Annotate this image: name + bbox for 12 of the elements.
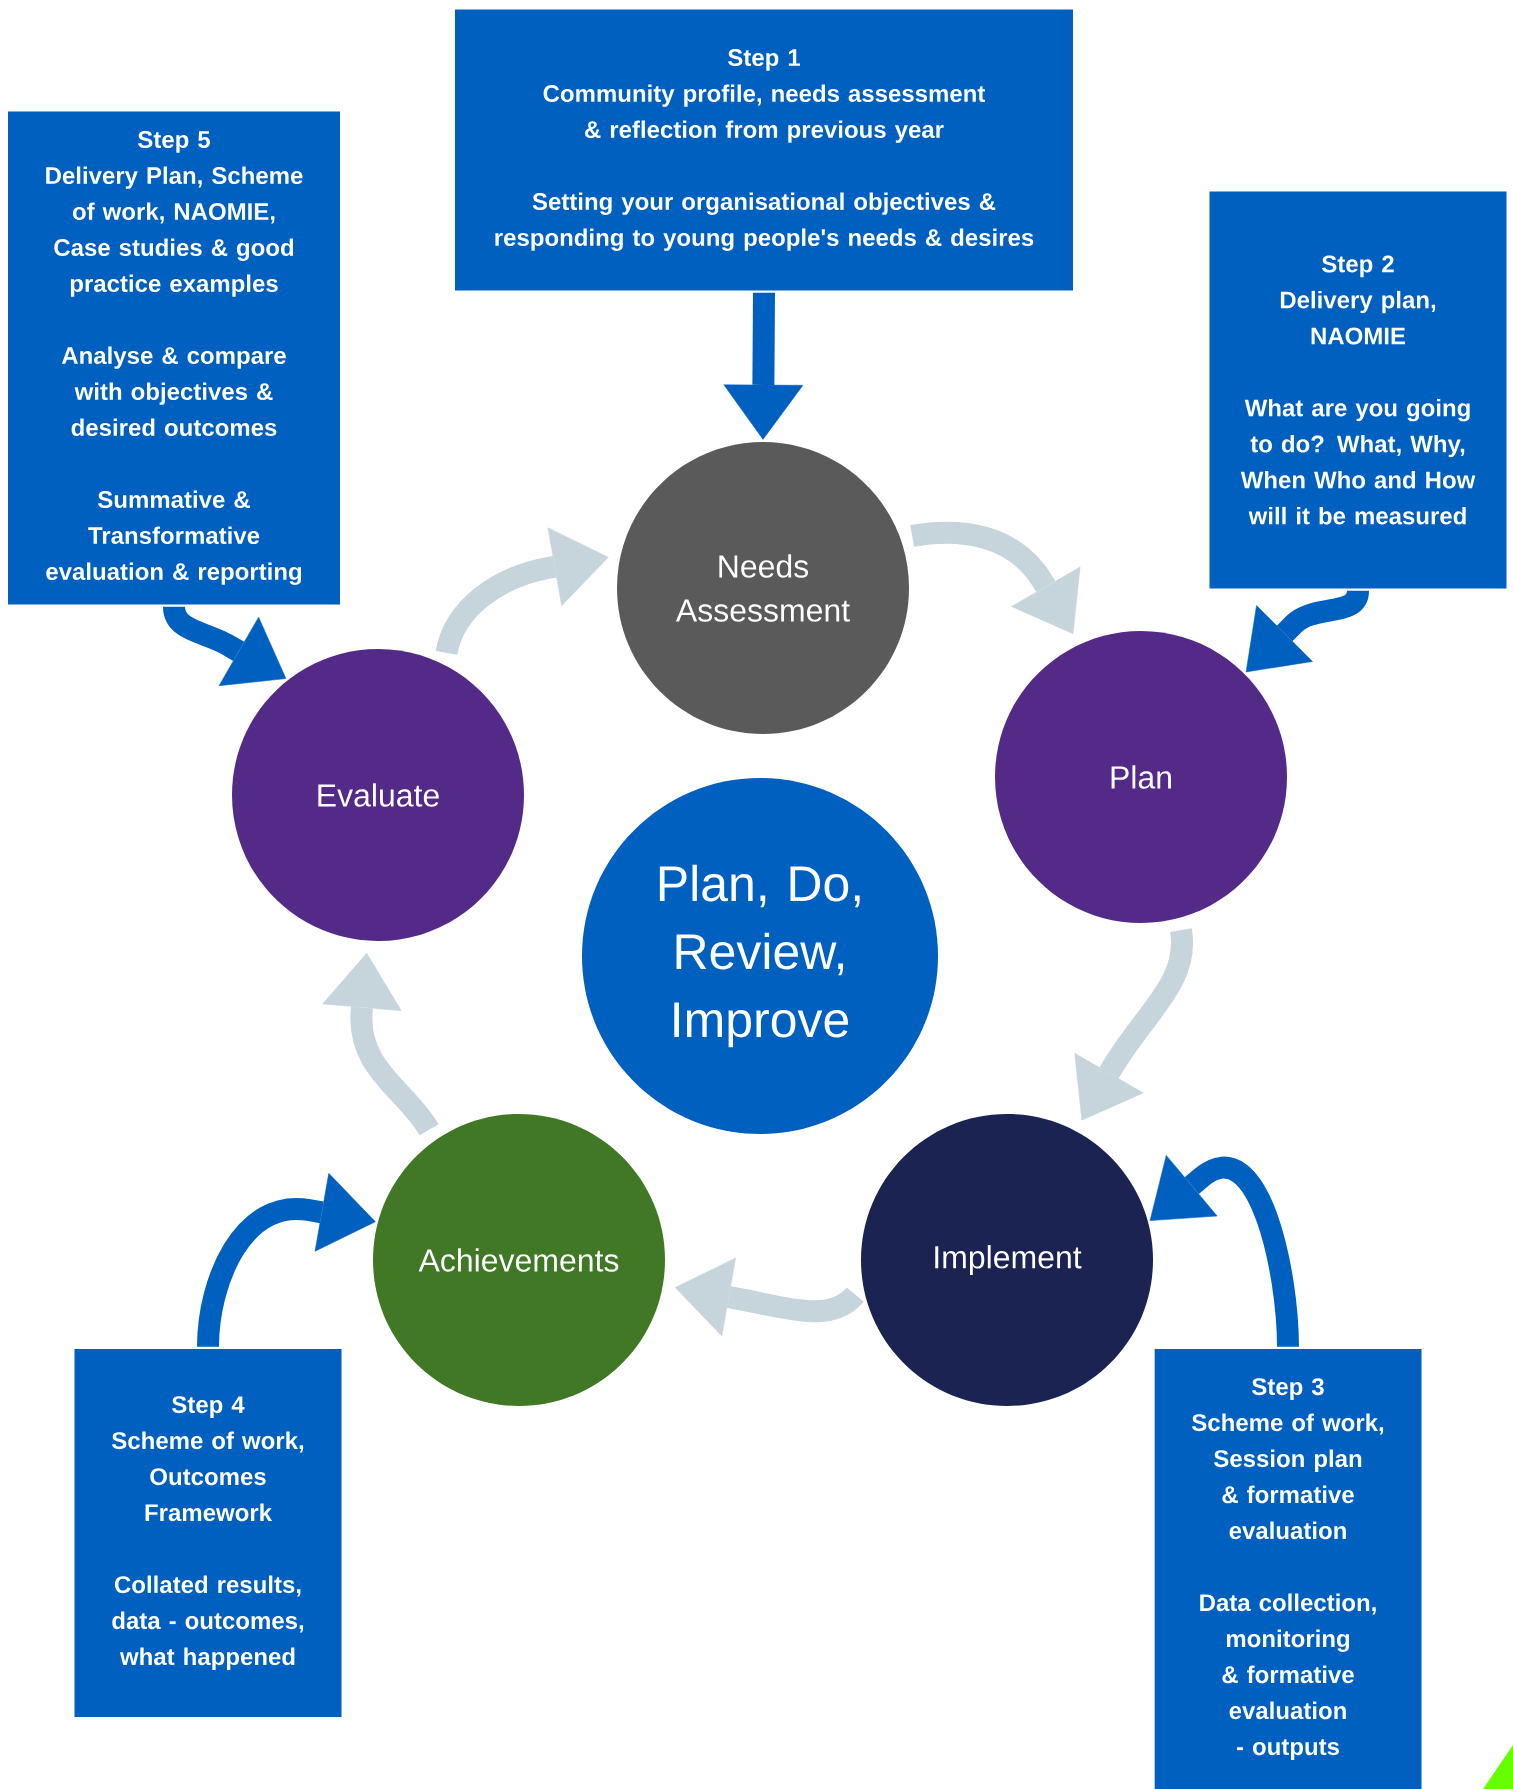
step-box: Step 4 Scheme of work, Outcomes Framework Collated results, data - outcomes, what happened xyxy=(74,1349,342,1717)
arrow xyxy=(163,605,287,686)
step-box: Step 1 Community profile, needs assessment & reflection from previous year Setting your organisational objectives & responding to young people's needs & desires xyxy=(455,9,1073,291)
arrow xyxy=(910,521,1081,634)
arrow xyxy=(1149,1155,1299,1348)
step-box: Step 3 Scheme of work, Session plan & formative evaluation Data collection, monitoring & formative evaluation - outputs xyxy=(1154,1349,1422,1789)
step-box: Step 5 Delivery Plan, Scheme of work, NAOMIE, Case studies & good practice examples Analyse & compare with objectives & desired outcomes Summative & Transformative evaluation & reporting xyxy=(8,111,340,605)
arrow xyxy=(322,953,439,1136)
arrow xyxy=(197,1173,376,1348)
step-box: Step 2 Delivery plan, NAOMIE What are you going to do? What, Why, When Who and How will it be measured xyxy=(1209,191,1507,589)
arrow xyxy=(1245,589,1369,673)
arrow xyxy=(723,292,804,440)
